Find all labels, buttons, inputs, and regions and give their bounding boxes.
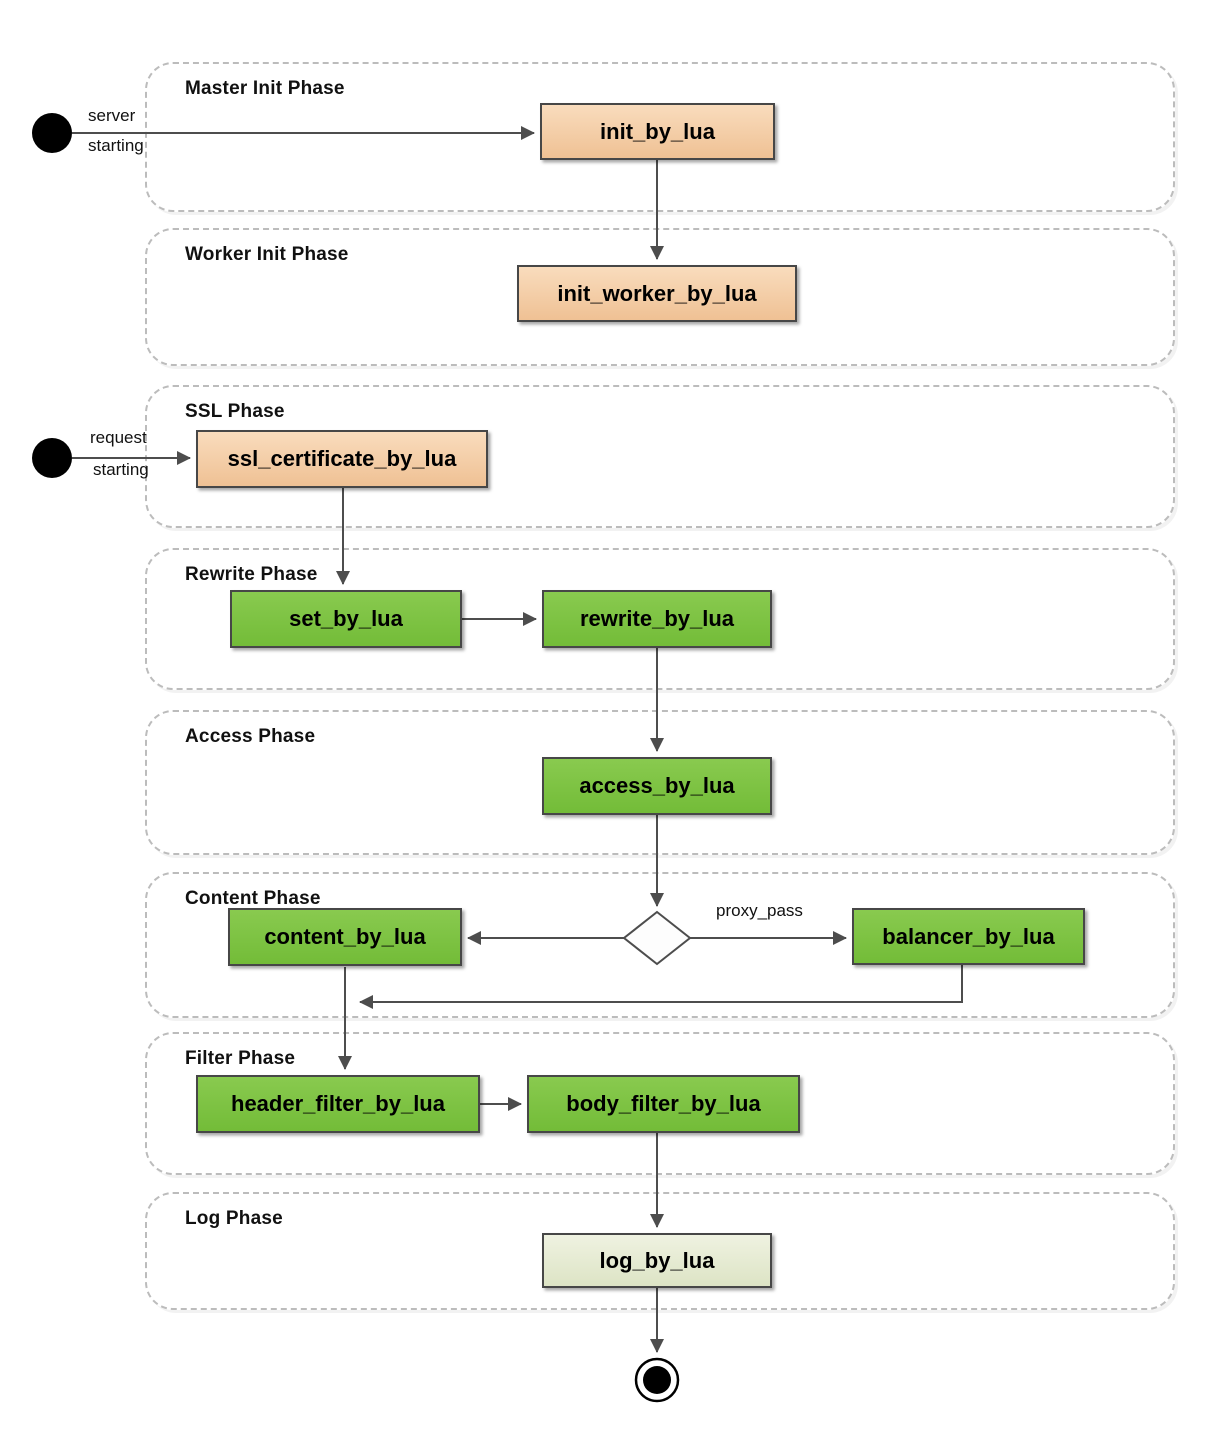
node-rewrite-by-lua: rewrite_by_lua bbox=[542, 590, 772, 648]
edge-label-starting: starting bbox=[88, 136, 144, 155]
lane-worker-init-phase: Worker Init Phase bbox=[145, 228, 1175, 366]
edge-label-starting-2: starting bbox=[93, 460, 149, 479]
edge-label-server: server bbox=[88, 106, 136, 125]
node-content-by-lua: content_by_lua bbox=[228, 908, 462, 966]
lane-title-access: Access Phase bbox=[185, 726, 316, 747]
start-node-request-icon bbox=[32, 438, 72, 478]
node-body-filter-by-lua: body_filter_by_lua bbox=[527, 1075, 800, 1133]
start-node-server-icon bbox=[32, 113, 72, 153]
node-access-by-lua: access_by_lua bbox=[542, 757, 772, 815]
end-node-icon bbox=[643, 1366, 671, 1394]
node-init-worker-by-lua: init_worker_by_lua bbox=[517, 265, 797, 322]
lane-title-ssl: SSL Phase bbox=[185, 401, 285, 422]
node-balancer-by-lua: balancer_by_lua bbox=[852, 908, 1085, 965]
node-log-by-lua: log_by_lua bbox=[542, 1233, 772, 1288]
decision-diamond-icon bbox=[622, 910, 692, 966]
lane-title-worker-init: Worker Init Phase bbox=[185, 244, 349, 265]
lane-title-log: Log Phase bbox=[185, 1208, 283, 1229]
node-header-filter-by-lua: header_filter_by_lua bbox=[196, 1075, 480, 1133]
lane-title-rewrite: Rewrite Phase bbox=[185, 564, 318, 585]
node-init-by-lua: init_by_lua bbox=[540, 103, 775, 160]
node-set-by-lua: set_by_lua bbox=[230, 590, 462, 648]
lane-title-content: Content Phase bbox=[185, 888, 321, 909]
lane-title-master-init: Master Init Phase bbox=[185, 78, 345, 99]
edge-label-proxy-pass: proxy_pass bbox=[716, 901, 803, 920]
connector-balancer-merge bbox=[359, 965, 963, 1009]
edge-label-request: request bbox=[90, 428, 147, 447]
lane-title-filter: Filter Phase bbox=[185, 1048, 296, 1069]
node-ssl-certificate-by-lua: ssl_certificate_by_lua bbox=[196, 430, 488, 488]
